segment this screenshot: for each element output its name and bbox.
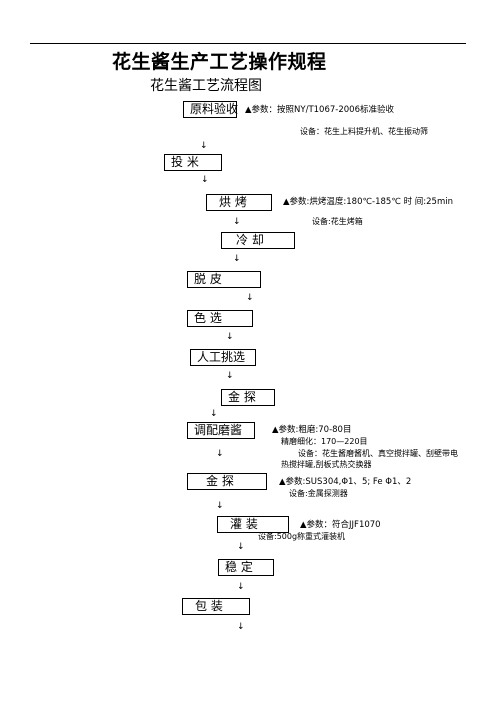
flowchart-title: 花生酱工艺流程图 (150, 78, 262, 94)
step-stabilizing: 稳 定 (218, 559, 274, 576)
flow-arrow-down-icon: ↓ (246, 293, 254, 303)
note-grinding-equipment: 设备：花生酱磨酱机、真空搅拌罐、刮壁带电 (298, 449, 458, 458)
flow-arrow-down-icon: ↓ (216, 449, 224, 459)
step-raw-material-inspection: 原料验收 (183, 101, 238, 118)
note-detection-equipment: 设备:金属探测器 (289, 489, 348, 498)
step-color-sorting: 色 选 (187, 310, 253, 327)
step-feeding: 投 米 (164, 154, 222, 171)
step-filling: 灌 装 (217, 516, 289, 533)
note-grinding-params: ▲参数:粗磨:70-80目 (272, 425, 352, 435)
flow-arrow-down-icon: ↓ (226, 371, 234, 381)
flow-arrow-down-icon: ↓ (200, 141, 208, 151)
step-metal-detection-2: 金 探 (187, 473, 267, 490)
note-roasting-equipment: 设备:花生烤箱 (312, 217, 363, 226)
flow-arrow-down-icon: ↓ (216, 501, 224, 511)
flow-arrow-down-icon: ↓ (210, 409, 218, 419)
note-filling-equipment: 设备:500g称重式灌装机 (258, 532, 346, 541)
flow-arrow-down-icon: ↓ (237, 622, 245, 632)
header-rule (30, 43, 466, 44)
note-filling-params: ▲参数：符合JJF1070 (300, 520, 381, 530)
flow-arrow-down-icon: ↓ (201, 175, 209, 185)
note-detection-params: ▲参数:SUS304,Φ1、5; Fe Φ1、2 (279, 477, 412, 487)
step-cooling: 冷 却 (221, 232, 295, 249)
flow-arrow-down-icon: ↓ (237, 582, 245, 592)
step-packaging: 包 装 (182, 598, 250, 615)
step-roasting: 烘 烤 (206, 194, 272, 211)
note-roasting-params: ▲参数:烘烤温度:180℃-185℃ 时 间:25min (283, 197, 453, 207)
step-peeling: 脱 皮 (187, 271, 261, 288)
flow-arrow-down-icon: ↓ (233, 217, 241, 227)
note-inspection-equipment: 设备：花生上料提升机、花生振动筛 (300, 127, 428, 136)
note-grinding-equipment-cont: 热搅拌罐,刮板式热交换器 (281, 460, 372, 469)
note-grinding-fine: 精磨细化：170—220目 (281, 437, 368, 446)
flow-arrow-down-icon: ↓ (237, 542, 245, 552)
flow-arrow-down-icon: ↓ (226, 332, 234, 342)
note-inspection-params: ▲参数：按照NY/T1067-2006标准验收 (245, 105, 394, 115)
step-mixing-grinding: 调配磨酱 (187, 422, 255, 439)
flow-arrow-down-icon: ↓ (233, 254, 241, 264)
step-metal-detection-1: 金 探 (221, 389, 275, 406)
step-manual-picking: 人工挑选 (190, 349, 256, 366)
document-title: 花生酱生产工艺操作规程 (112, 51, 327, 73)
